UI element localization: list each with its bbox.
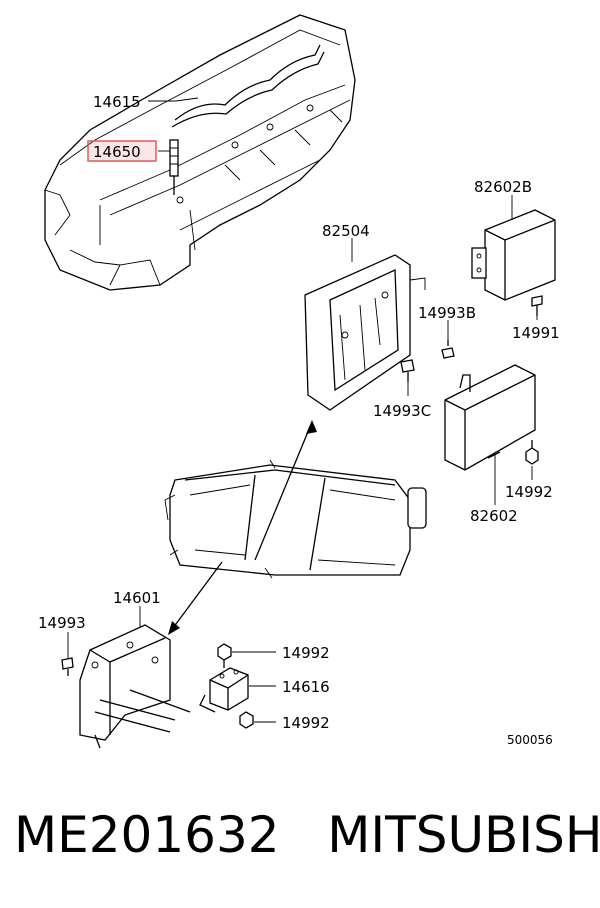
bolt-14993 bbox=[61, 657, 74, 676]
callout-82602b: 82602B bbox=[474, 178, 532, 196]
relay-14616 bbox=[199, 667, 249, 713]
callout-14650: 14650 bbox=[93, 143, 141, 161]
relay-module-82602b bbox=[471, 209, 556, 301]
caption: ME201632 MITSUBISHI bbox=[14, 800, 600, 870]
callout-14615: 14615 bbox=[93, 93, 141, 111]
leader-lines bbox=[67, 97, 538, 723]
nut-14992-bottom bbox=[239, 711, 254, 729]
nut-14992-top bbox=[217, 643, 232, 668]
cover-82504 bbox=[304, 254, 426, 411]
arrow-to-cover bbox=[254, 420, 317, 561]
nut-14992-right bbox=[525, 440, 539, 465]
vehicle-outline bbox=[164, 459, 427, 579]
callout-14601: 14601 bbox=[113, 589, 161, 607]
callout-highlight-14650 bbox=[87, 140, 157, 162]
bolt-14993c bbox=[400, 359, 415, 382]
callout-14616: 14616 bbox=[282, 678, 330, 696]
callout-14993: 14993 bbox=[38, 614, 86, 632]
callout-14991: 14991 bbox=[512, 324, 560, 342]
bracket-14601 bbox=[79, 624, 191, 749]
engine-block bbox=[44, 14, 356, 291]
callout-14993c: 14993C bbox=[373, 402, 431, 420]
callout-14992-top: 14992 bbox=[282, 644, 330, 662]
control-unit-82602 bbox=[444, 364, 536, 471]
diagram-code: 500056 bbox=[507, 733, 553, 747]
callout-14992-bottom: 14992 bbox=[282, 714, 330, 732]
callout-82504: 82504 bbox=[322, 222, 370, 240]
callout-82602: 82602 bbox=[470, 507, 518, 525]
part-number: ME201632 bbox=[14, 806, 280, 864]
brand-name: MITSUBISHI bbox=[327, 806, 600, 864]
callout-14992-right: 14992 bbox=[505, 483, 553, 501]
callout-14993b: 14993B bbox=[418, 304, 476, 322]
parts-diagram: 14615 14650 82602B 82504 14993B 14991 14… bbox=[38, 14, 560, 749]
arrow-to-bracket bbox=[168, 561, 223, 635]
bolt-14993b bbox=[441, 340, 455, 359]
